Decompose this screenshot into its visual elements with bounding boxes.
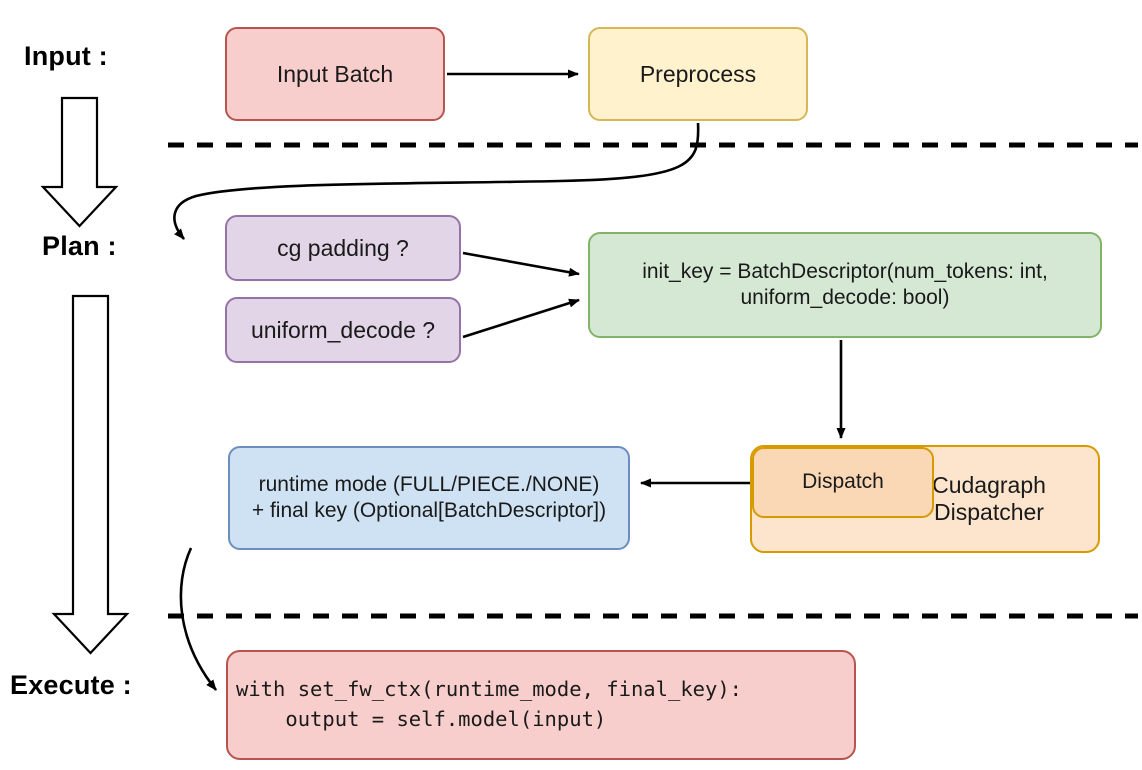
node-input-batch[interactable]: Input Batch	[225, 27, 445, 121]
node-code-block[interactable]: with set_fw_ctx(runtime_mode, final_key)…	[226, 650, 856, 760]
stage-label-execute: Execute :	[10, 670, 132, 700]
connector-uniform-decode-to-init-key	[462, 298, 580, 339]
node-cudagraph-dispatcher-line1: Cudagraph	[932, 471, 1046, 498]
code-block-text: with set_fw_ctx(runtime_mode, final_key)…	[236, 677, 743, 731]
stage-arrow-input-to-plan	[40, 96, 119, 228]
node-preprocess[interactable]: Preprocess	[588, 27, 808, 121]
node-runtime-mode-line2: + final key (Optional[BatchDescriptor])	[251, 499, 607, 522]
stage-label-input: Input :	[24, 41, 108, 71]
node-preprocess-label: Preprocess	[639, 60, 757, 87]
connector-runtime-mode-to-code-block	[179, 547, 218, 691]
stage-label-plan: Plan :	[42, 231, 117, 261]
node-uniform-decode[interactable]: uniform_decode ?	[225, 297, 461, 363]
stage-arrow-plan-to-execute	[51, 294, 130, 655]
node-cg-padding[interactable]: cg padding ?	[225, 215, 461, 281]
node-dispatch-label: Dispatch	[802, 470, 884, 494]
node-runtime-mode[interactable]: runtime mode (FULL/PIECE./NONE) + final …	[228, 446, 630, 550]
node-dispatch[interactable]: Dispatch	[752, 447, 934, 518]
node-init-key-line1: init_key = BatchDescriptor(num_tokens: i…	[642, 259, 1048, 283]
node-cg-padding-label: cg padding ?	[277, 234, 409, 261]
connector-cg-padding-to-init-key	[462, 251, 580, 277]
node-runtime-mode-line1: runtime mode (FULL/PIECE./NONE)	[258, 472, 600, 496]
node-init-key[interactable]: init_key = BatchDescriptor(num_tokens: i…	[588, 232, 1102, 338]
node-uniform-decode-label: uniform_decode ?	[250, 316, 436, 343]
node-input-batch-label: Input Batch	[276, 60, 394, 87]
node-init-key-line2: uniform_decode: bool)	[740, 286, 950, 309]
node-cudagraph-dispatcher-line2: Dispatcher	[934, 499, 1044, 525]
